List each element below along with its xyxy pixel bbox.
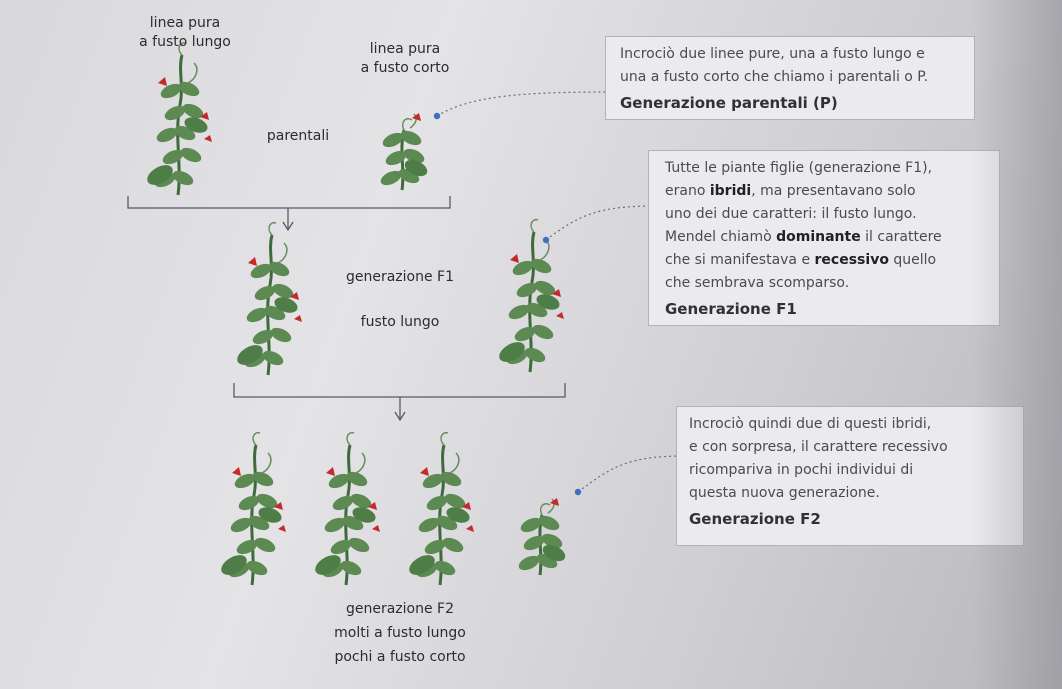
- box-p-line-2: una a fusto corto che chiamo i parentali…: [620, 69, 929, 85]
- term-recessivo: recessivo: [814, 252, 889, 268]
- box-p-title: Generazione parentali (P): [620, 94, 838, 112]
- label-linea-pura-1: linea pura: [149, 15, 221, 31]
- box-f1-line-3: uno dei due caratteri: il fusto lungo.: [665, 206, 917, 222]
- info-box-f2: Incrociò quindi due di questi ibridi, e …: [676, 406, 1024, 546]
- box-f1-line-5: che si manifestava e recessivo quello: [665, 252, 937, 268]
- box-f1-line-6: che sembrava scomparso.: [665, 275, 850, 291]
- arrow-p-f1: [282, 208, 294, 232]
- short-pea-plant-parent: [378, 113, 429, 190]
- term-ibridi: ibridi: [709, 183, 752, 199]
- connector-dot-f2: [574, 488, 582, 496]
- box-f1-line-1: Tutte le piante figlie (generazione F1),: [665, 160, 933, 176]
- box-f2-line-4: questa nuova generazione.: [689, 485, 880, 501]
- label-a-fusto-corto: a fusto corto: [360, 60, 450, 76]
- box-f2-title: Generazione F2: [689, 510, 821, 528]
- bracket-f1: [233, 383, 566, 398]
- arrow-f1-f2: [394, 397, 406, 422]
- label-linea-pura-2: linea pura: [369, 41, 441, 57]
- connector-f1: [545, 205, 657, 241]
- box-f1-title: Generazione F1: [665, 300, 797, 318]
- tall-pea-plant-f2-3: [406, 433, 474, 585]
- connector-f2: [577, 455, 685, 493]
- label-fusto-lungo: fusto lungo: [360, 314, 440, 330]
- info-box-f1: Tutte le piante figlie (generazione F1),…: [648, 150, 1000, 326]
- tall-pea-plant-parent: [144, 43, 212, 195]
- box-f2-line-1: Incrociò quindi due di questi ibridi,: [689, 416, 932, 432]
- label-generazione-f1: generazione F1: [345, 269, 455, 285]
- box-f2-line-2: e con sorpresa, il carattere recessivo: [689, 439, 948, 455]
- tall-pea-plant-f1-left: [234, 223, 302, 375]
- box-p-line-1: Incrociò due linee pure, una a fusto lun…: [620, 46, 925, 62]
- page-edge-shadow: [972, 0, 1062, 689]
- label-parentali: parentali: [266, 128, 330, 144]
- label-a-fusto-lungo: a fusto lungo: [139, 34, 231, 50]
- label-pochi-fusto-corto: pochi a fusto corto: [334, 649, 466, 665]
- bracket-p: [127, 196, 451, 209]
- connector-p: [436, 91, 613, 117]
- connector-dot-p: [433, 112, 441, 120]
- short-pea-plant-f2: [516, 498, 567, 575]
- tall-pea-plant-f2-2: [312, 433, 380, 585]
- connector-dot-f1: [542, 236, 550, 244]
- tall-pea-plant-f2-1: [218, 433, 286, 585]
- box-f1-line-2: erano ibridi, ma presentavano solo: [665, 183, 916, 199]
- label-generazione-f2: generazione F2: [345, 601, 455, 617]
- label-molti-fusto-lungo: molti a fusto lungo: [334, 625, 466, 641]
- box-f1-line-4: Mendel chiamò dominante il carattere: [665, 229, 942, 245]
- tall-pea-plant-f1-right: [496, 220, 564, 372]
- term-dominante: dominante: [776, 229, 861, 245]
- info-box-parentali: Incrociò due linee pure, una a fusto lun…: [605, 36, 975, 120]
- box-f2-line-3: ricompariva in pochi individui di: [689, 462, 914, 478]
